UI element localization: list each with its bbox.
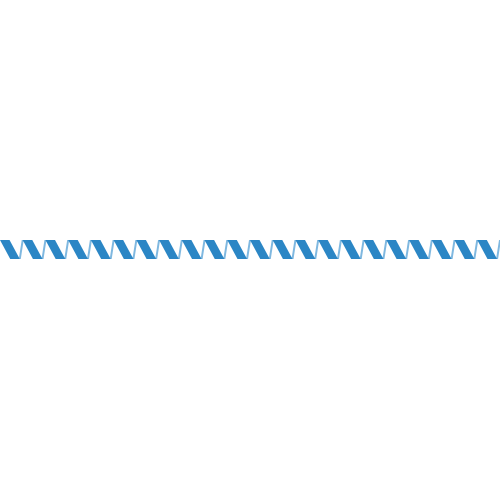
zigzag-dark-band xyxy=(340,240,361,259)
zigzag-dark-band xyxy=(454,240,475,259)
zigzag-dark-band xyxy=(318,240,338,259)
zigzag-dark-band xyxy=(45,240,66,259)
zigzag-dark-band xyxy=(90,240,111,259)
zigzag-dark-band xyxy=(295,240,316,259)
zigzag-light-stroke xyxy=(382,240,388,259)
zigzag-light-stroke xyxy=(496,240,500,259)
zigzag-dark-band xyxy=(227,240,248,259)
zigzag-dark-band xyxy=(181,240,202,259)
zigzag-dark-band xyxy=(159,240,179,259)
zigzag-dark-band xyxy=(204,240,225,259)
zigzag-light-stroke xyxy=(473,240,479,259)
zigzag-dark-band xyxy=(477,240,498,259)
zigzag-light-stroke xyxy=(246,240,251,259)
zigzag-dark-band xyxy=(409,240,429,259)
zigzag-border xyxy=(0,240,500,259)
zigzag-dark-band xyxy=(431,240,452,259)
zigzag-light-stroke xyxy=(223,240,229,259)
zigzag-dark-band xyxy=(272,240,293,259)
zigzag-border-graphic xyxy=(0,240,500,259)
zigzag-light-stroke xyxy=(132,240,138,259)
zigzag-dark-band xyxy=(113,240,134,259)
zigzag-light-stroke xyxy=(177,240,183,259)
zigzag-light-stroke xyxy=(268,240,274,259)
zigzag-light-stroke xyxy=(336,240,342,259)
zigzag-dark-band xyxy=(386,240,407,259)
zigzag-dark-band xyxy=(136,240,157,259)
zigzag-dark-band xyxy=(0,240,20,259)
zigzag-light-stroke xyxy=(41,240,47,259)
zigzag-light-stroke xyxy=(427,240,433,259)
zigzag-dark-band xyxy=(250,240,270,259)
zigzag-light-stroke xyxy=(405,240,411,259)
zigzag-light-stroke xyxy=(450,240,456,259)
zigzag-light-stroke xyxy=(314,240,320,259)
zigzag-light-stroke xyxy=(155,240,161,259)
zigzag-light-stroke xyxy=(109,240,115,259)
zigzag-light-stroke xyxy=(64,240,70,259)
zigzag-dark-band xyxy=(22,240,43,259)
zigzag-light-stroke xyxy=(359,240,365,259)
zigzag-dark-band xyxy=(68,240,88,259)
zigzag-light-stroke xyxy=(200,240,206,259)
zigzag-dark-band xyxy=(363,240,384,259)
zigzag-light-stroke xyxy=(86,240,92,259)
zigzag-light-stroke xyxy=(291,240,297,259)
zigzag-light-stroke xyxy=(18,240,24,259)
